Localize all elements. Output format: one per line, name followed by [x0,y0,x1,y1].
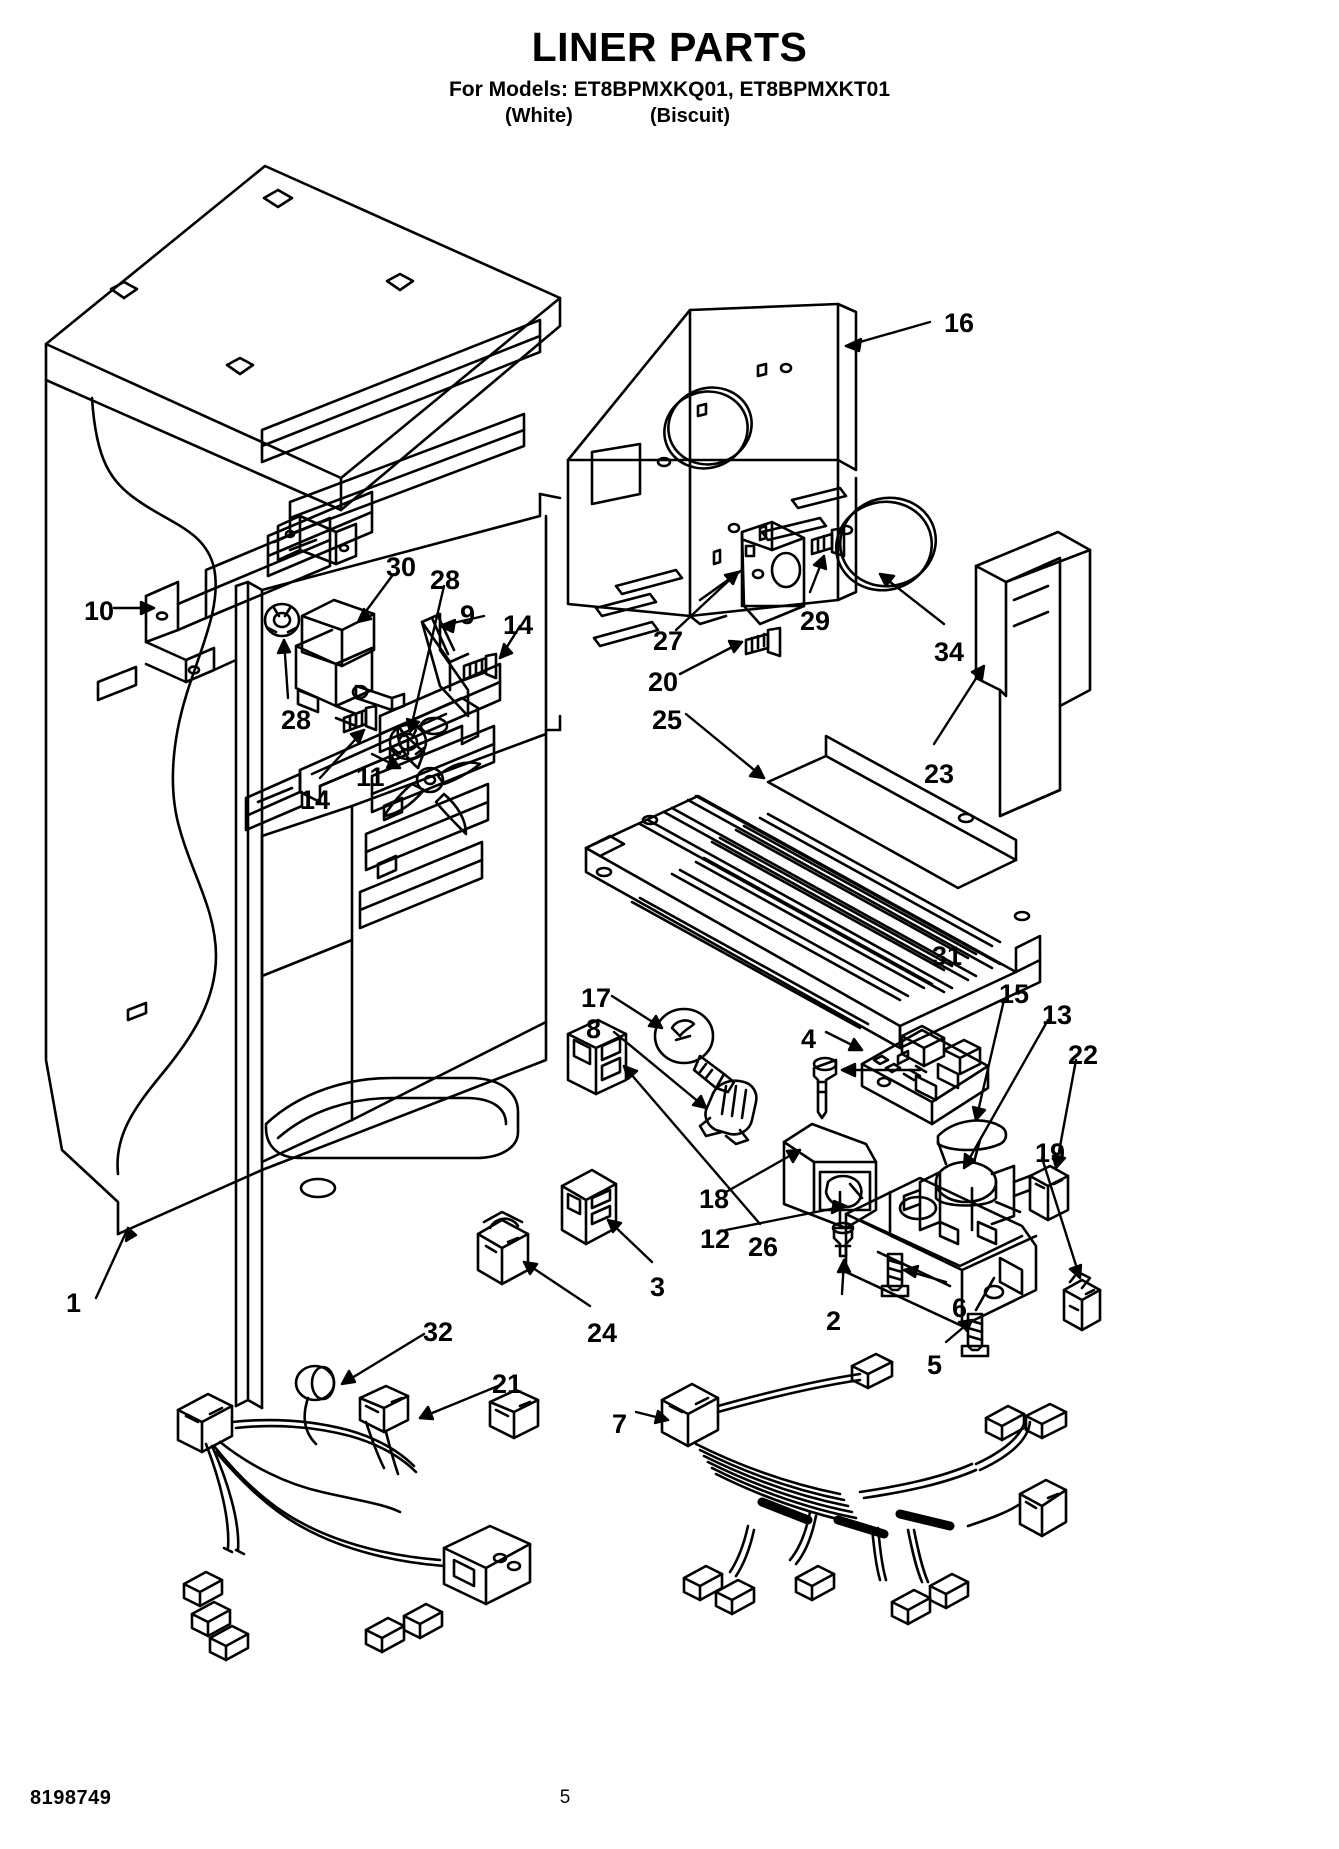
callout-31[interactable]: 31 [932,941,963,971]
callout-8[interactable]: 8 [586,1014,602,1044]
model-list: For Models: ET8BPMXKQ01, ET8BPMXKT01 [448,78,891,102]
callout-12[interactable]: 12 [700,1224,731,1254]
callout-13[interactable]: 13 [1042,1000,1073,1030]
fan-motor-grommet-lower [263,602,301,638]
wire-jumper [936,1119,1008,1152]
screw-fan-mount-upper [462,652,498,682]
wire-harness-right [660,1352,1068,1626]
callout-21[interactable]: 21 [492,1369,523,1399]
evaporator-fan-motor [294,598,406,728]
page-header: LINER PARTS For Models: ET8BPMXKQ01, ET8… [0,24,1339,131]
page-number: 5 [559,1787,571,1808]
exploded-diagram: 1 2 3 4 5 6 7 8 9 10 11 12 13 14 14 15 1… [0,130,1339,1770]
callout-2[interactable]: 2 [826,1306,842,1336]
finish-label-biscuit: (Biscuit) [650,105,730,128]
connector-block-white [476,1210,530,1286]
shelf-rail-bracket [144,490,374,684]
callout-28-lower[interactable]: 28 [281,705,312,735]
light-bulb [653,1007,736,1094]
document-number: 8198749 [30,1787,112,1809]
screw-fan-mount-lower [342,704,378,734]
callout-18[interactable]: 18 [699,1184,730,1214]
finish-label-white: (White) [505,105,573,128]
callout-14-lower[interactable]: 14 [300,785,331,815]
screw-duct-panel [744,626,782,658]
callout-32[interactable]: 32 [423,1317,454,1347]
air-duct-mount-plate [698,520,806,626]
wire-connector-clip [1062,1270,1102,1332]
callout-28-upper[interactable]: 28 [430,565,461,595]
electronic-control-board [860,1024,990,1126]
callout-14-upper[interactable]: 14 [503,610,534,640]
callout-30[interactable]: 30 [386,552,417,582]
callout-24[interactable]: 24 [587,1318,618,1348]
page-title: LINER PARTS [531,24,808,70]
callout-34[interactable]: 34 [934,637,965,667]
callout-4[interactable]: 4 [801,1024,817,1054]
callout-22[interactable]: 22 [1068,1040,1099,1070]
light-shield-housing [782,1122,878,1230]
drip-tray-mount [844,1176,1038,1328]
callout-10[interactable]: 10 [84,596,115,626]
crisper-cover-panel [974,530,1092,818]
callout-29[interactable]: 29 [800,606,831,636]
callout-15[interactable]: 15 [999,979,1030,1009]
callout-26[interactable]: 26 [748,1232,779,1262]
callout-23[interactable]: 23 [924,759,955,789]
fan-bracket-arm [244,612,480,832]
callout-5[interactable]: 5 [927,1350,943,1380]
callout-20[interactable]: 20 [648,667,679,697]
callout-6[interactable]: 6 [952,1293,968,1323]
thermostat-terminal-cover [1028,1164,1070,1222]
callout-17[interactable]: 17 [581,983,612,1013]
callout-9[interactable]: 9 [460,600,476,630]
grille-shelf-frame [584,734,1042,1050]
callout-16[interactable]: 16 [944,308,975,338]
cabinet-liner-shell [44,164,562,1410]
receptacle-housing [566,1018,628,1096]
callout-3[interactable]: 3 [650,1272,666,1302]
wire-harness-left [176,1384,540,1662]
evaporator-fan-blade [382,724,482,836]
push-pin-fastener [812,1056,838,1120]
callout-25[interactable]: 25 [652,705,683,735]
terminal-block-connector [560,1168,618,1246]
finish-labels: (White) (Biscuit) [0,105,1339,131]
callout-7[interactable]: 7 [612,1409,628,1439]
duct-seal-gasket [834,496,938,592]
leader-lines [94,320,1083,1425]
callout-27[interactable]: 27 [653,626,684,656]
callout-19[interactable]: 19 [1035,1138,1066,1168]
diagram-line-art [44,164,1102,1662]
screw-hex-head [880,1252,910,1298]
callout-1[interactable]: 1 [66,1288,82,1318]
lamp-socket [698,1079,758,1146]
callout-11[interactable]: 11 [356,762,385,792]
